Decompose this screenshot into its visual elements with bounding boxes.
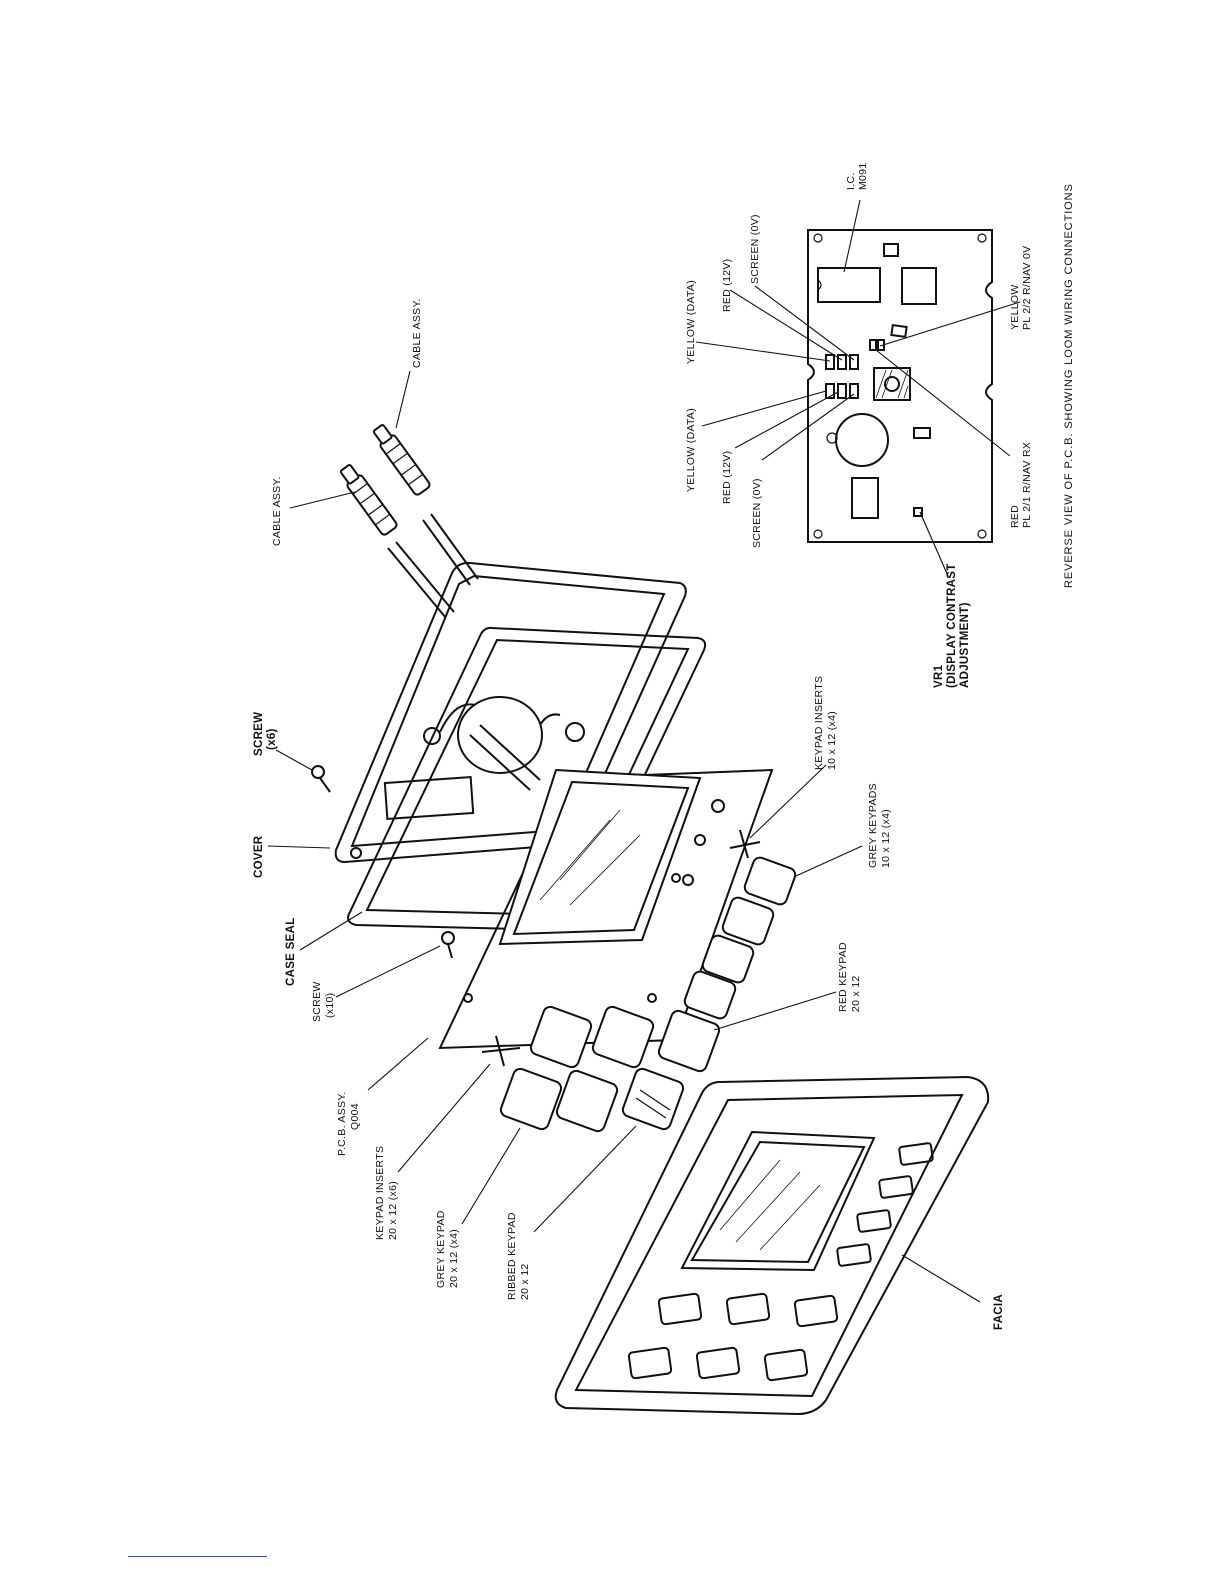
label-screen-0v-right: SCREEN (0V) <box>749 214 761 284</box>
label-pl21-line1: RED <box>1009 505 1021 528</box>
label-ic-line2: M091 <box>857 163 869 190</box>
main-labels: CABLE ASSY. CABLE ASSY. SCREW (x6) COVER… <box>253 298 1005 1330</box>
label-ribbed-keypad-size: 20 x 12 <box>519 1263 531 1300</box>
label-screen-0v-left: SCREEN (0V) <box>751 478 763 548</box>
label-grey-keypads-10-size: 10 x 12 (x4) <box>880 809 892 868</box>
label-vr1-line1: VR1 <box>933 664 945 688</box>
screw-x10 <box>441 931 455 959</box>
label-vr1-line3: ADJUSTMENT) <box>959 602 971 688</box>
ic-m091-chip <box>817 267 881 303</box>
label-screw-x6-name: SCREW <box>253 712 265 756</box>
inset-labels: YELLOW (DATA) RED (12V) SCREEN (0V) YELL… <box>685 163 1075 688</box>
label-cable-assy-2: CABLE ASSY. <box>411 298 423 368</box>
label-grey-keypad-20-size: 20 x 12 (x4) <box>448 1229 460 1288</box>
caption-reverse-view: REVERSE VIEW OF P.C.B. SHOWING LOOM WIRI… <box>1063 183 1075 588</box>
label-red-12v-right: RED (12V) <box>721 259 733 312</box>
label-screw-x10-name: SCREW <box>311 981 323 1022</box>
leader-lines <box>267 370 981 1303</box>
label-ic-line1: I.C. <box>845 172 857 190</box>
label-keypad-inserts-20-size: 20 x 12 (x6) <box>387 1181 399 1240</box>
label-keypad-inserts-10-name: KEYPAD INSERTS <box>813 676 825 770</box>
label-yellow-data-right: YELLOW (DATA) <box>685 280 697 364</box>
label-pl22-line2: PL 2/2 R/NAV 0V <box>1021 246 1033 330</box>
label-screw-x6-qty: (x6) <box>266 728 278 750</box>
vr1-pot <box>913 507 923 517</box>
label-keypad-inserts-20-name: KEYPAD INSERTS <box>374 1146 386 1240</box>
grey-keypads-10x12 <box>683 856 797 1020</box>
keypad-inserts-10x12 <box>729 829 761 859</box>
label-ribbed-keypad-name: RIBBED KEYPAD <box>506 1212 518 1300</box>
label-grey-keypads-10-name: GREY KEYPADS <box>867 783 879 868</box>
label-keypad-inserts-10-size: 10 x 12 (x4) <box>826 711 838 770</box>
inset-leader-lines <box>695 199 1021 577</box>
keypad-inserts-20x12 <box>481 1035 521 1067</box>
label-red-keypad-name: RED KEYPAD <box>837 942 849 1012</box>
footer-rule <box>128 1556 267 1557</box>
label-pl21-line2: PL 2/1 R/NAV RX <box>1021 442 1033 528</box>
label-facia: FACIA <box>993 1294 1005 1330</box>
label-pcb-code: Q004 <box>349 1103 361 1130</box>
label-red-12v-left: RED (12V) <box>721 451 733 504</box>
label-cover: COVER <box>253 835 265 878</box>
screw-x6 <box>311 765 331 793</box>
keypads-20x12 <box>499 1005 721 1133</box>
label-case-seal: CASE SEAL <box>285 917 297 986</box>
label-red-keypad-size: 20 x 12 <box>850 975 862 1012</box>
label-grey-keypad-20-name: GREY KEYPAD <box>435 1210 447 1288</box>
label-vr1-line2: (DISPLAY CONTRAST <box>946 563 958 688</box>
pcb-socket <box>873 367 911 401</box>
label-yellow-data-left: YELLOW (DATA) <box>685 408 697 492</box>
label-cable-assy-1: CABLE ASSY. <box>271 476 283 546</box>
label-pcb-name: P.C.B. ASSY. <box>336 1091 348 1156</box>
label-pl22-line1: YELLOW <box>1009 284 1021 330</box>
label-screw-x10-qty: (x10) <box>324 993 336 1018</box>
facia <box>554 1075 990 1416</box>
cable-assemblies <box>339 424 479 619</box>
pcb-reverse-view <box>807 229 993 543</box>
